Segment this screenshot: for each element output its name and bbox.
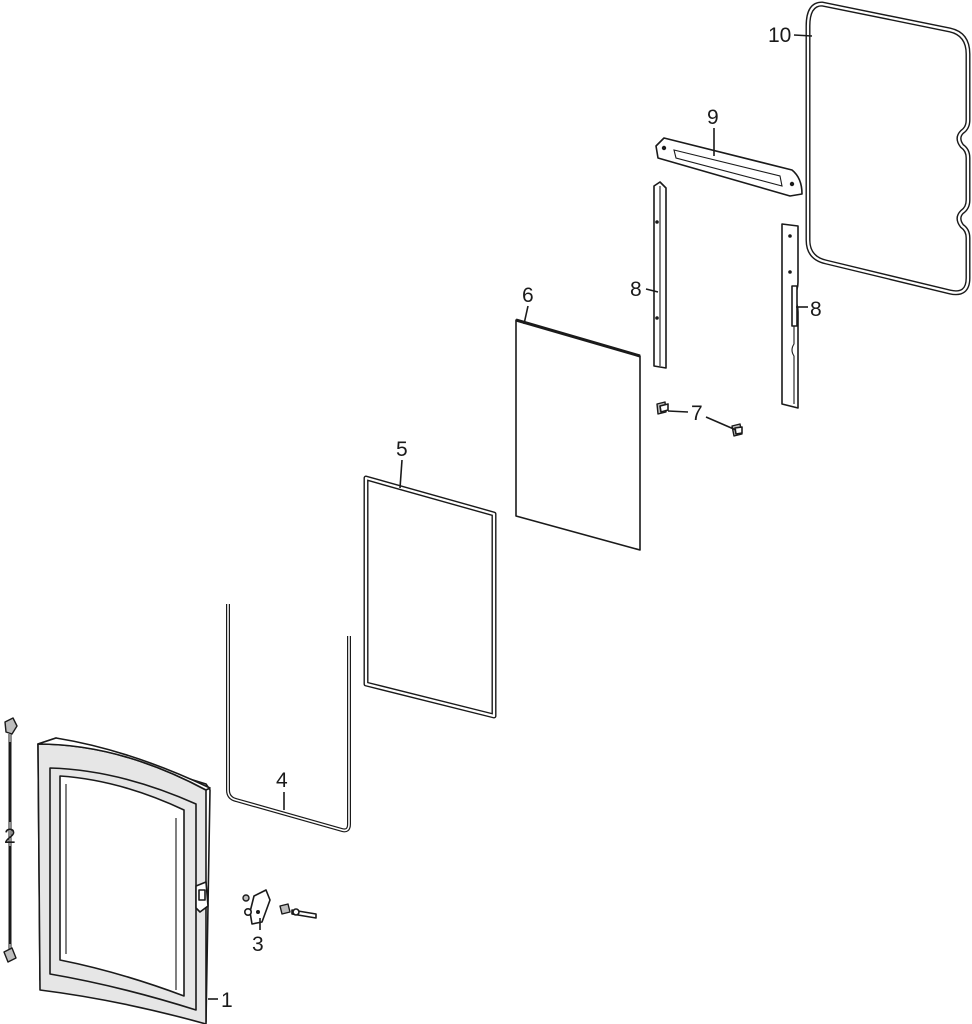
part-1-door-panel [37,737,211,1024]
part-8-left-rail [653,181,667,369]
callouts: 1 2 3 4 5 6 7 8 8 9 10 [4,24,822,1012]
part-10-door-gasket [805,1,971,296]
part-3-hinge-hardware [242,889,317,925]
callout-8-right: 8 [810,298,822,321]
callout-3: 3 [252,933,264,956]
callout-9: 9 [707,106,719,129]
part-7-clips [656,401,743,437]
callout-2: 2 [4,825,16,848]
part-4-u-channel-trim [226,604,351,833]
part-9-top-bracket [655,137,803,197]
part-6-glass-panel [515,318,641,551]
callout-8-left: 8 [630,278,642,301]
callout-5: 5 [396,438,408,461]
callout-4: 4 [276,769,288,792]
part-5-frame-gasket [363,475,497,719]
callout-1: 1 [221,989,233,1012]
callout-10: 10 [768,24,791,47]
callout-7: 7 [691,402,703,425]
part-8-right-rail [781,223,799,409]
callout-6: 6 [522,284,534,307]
leader-lines [9,34,813,1000]
